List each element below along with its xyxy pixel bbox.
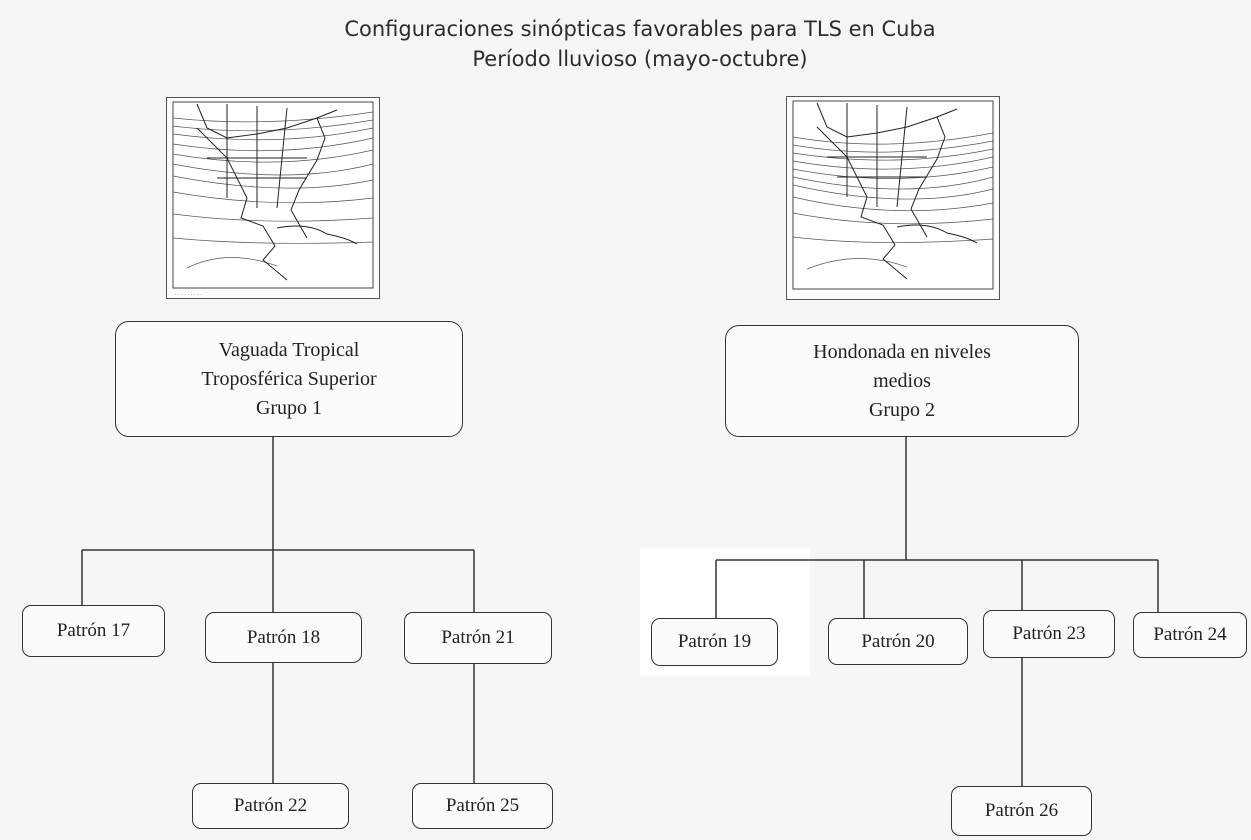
pattern-20-box: Patrón 20 bbox=[828, 618, 968, 665]
group-2-label-line-3: Grupo 2 bbox=[868, 398, 936, 421]
pattern-25-box: Patrón 25 bbox=[412, 783, 553, 829]
pattern-17-box: Patrón 17 bbox=[22, 605, 165, 657]
group-2-box: Hondonada en niveles medios Grupo 2 bbox=[725, 325, 1079, 437]
pattern-19-box: Patrón 19 bbox=[651, 618, 778, 666]
group-1-label-line-2: Troposférica Superior bbox=[201, 367, 377, 390]
group-1-box: Vaguada Tropical Troposférica Superior G… bbox=[115, 321, 463, 437]
pattern-24-box: Patrón 24 bbox=[1133, 612, 1247, 658]
synoptic-map-group-1-icon: · · · · · · · · · bbox=[166, 97, 380, 299]
synoptic-map-group-2-icon bbox=[786, 96, 1000, 300]
pattern-23-box: Patrón 23 bbox=[983, 610, 1115, 658]
pattern-22-box: Patrón 22 bbox=[192, 783, 349, 829]
group-1-label-line-1: Vaguada Tropical bbox=[218, 338, 360, 361]
pattern-21-box: Patrón 21 bbox=[404, 612, 552, 664]
diagram-title: Configuraciones sinópticas favorables pa… bbox=[344, 17, 936, 41]
diagram-subtitle: Período lluvioso (mayo-octubre) bbox=[472, 47, 808, 71]
group-2-label-line-2: medios bbox=[873, 369, 931, 392]
svg-text:· · · · · · · · ·: · · · · · · · · · bbox=[175, 292, 202, 298]
group-1-label-line-3: Grupo 1 bbox=[255, 396, 323, 419]
pattern-18-box: Patrón 18 bbox=[205, 612, 362, 663]
pattern-26-box: Patrón 26 bbox=[951, 786, 1092, 836]
group-2-label-line-1: Hondonada en niveles bbox=[813, 340, 991, 363]
